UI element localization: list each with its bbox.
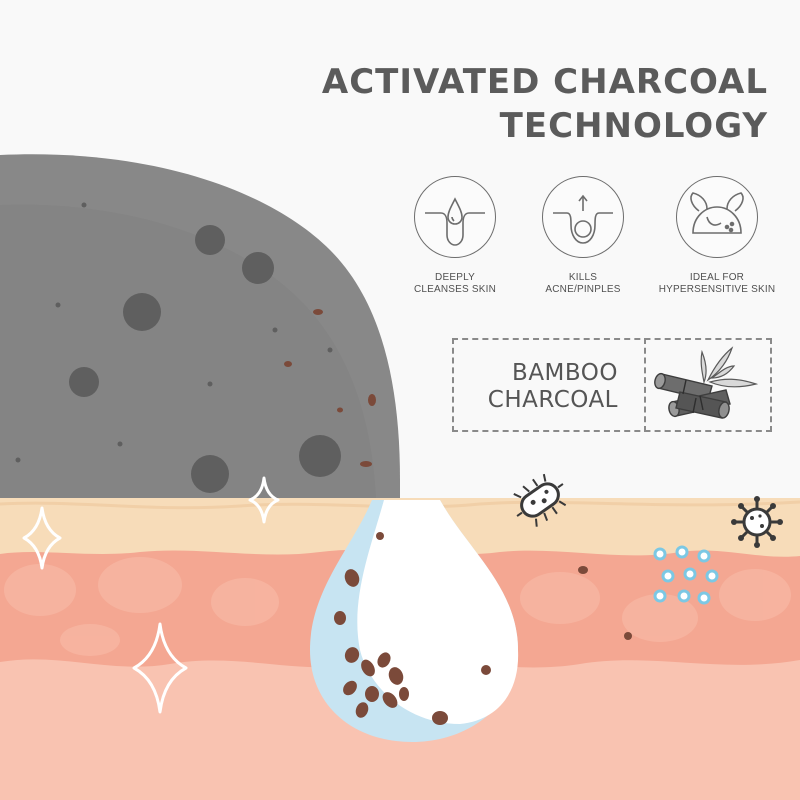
bamboo-label-line-1: BAMBOO [512,360,618,386]
feature-deeply-cleanses: DEEPLY CLEANSES SKIN [390,176,520,296]
feature-hypersensitive: IDEAL FOR HYPERSENSITIVE SKIN [652,176,782,296]
bamboo-charcoal-badge: BAMBOO CHARCOAL [452,338,772,432]
sparkle-icon [132,622,188,714]
page-title: ACTIVATED CHARCOAL TECHNOLOGY [248,60,768,148]
bamboo-charcoal-icon [654,346,759,419]
feature-caption-line-1: IDEAL FOR [689,272,745,283]
sparkle-icons [22,476,280,714]
bamboo-label-line-2: CHARCOAL [487,387,618,413]
feature-kills-acne: KILLS ACNE/PINPLES [518,176,648,296]
bamboo-charcoal-label: BAMBOO CHARCOAL [458,360,618,414]
badge-divider [644,338,646,432]
title-line-2: TECHNOLOGY [499,106,768,146]
feature-caption-line-2: ACNE/PINPLES [545,284,621,295]
droplet-icon [414,176,496,258]
charcoal-particles [334,532,632,725]
feature-caption-line-2: CLEANSES SKIN [413,284,497,295]
title-line-1: ACTIVATED CHARCOAL [321,62,768,102]
bacteria-icon [513,473,567,527]
pore-arrow-icon [542,176,624,258]
feature-caption-line-2: HYPERSENSITIVE SKIN [658,284,776,295]
sparkle-icon [248,476,280,524]
leaf-icon [676,176,758,258]
bubble-cluster [653,545,719,605]
virus-icon [731,496,783,548]
feature-caption-line-1: KILLS [568,272,598,283]
sparkle-icon [22,506,62,570]
charcoal-bar [0,154,400,499]
feature-caption-line-1: DEEPLY [435,272,475,283]
